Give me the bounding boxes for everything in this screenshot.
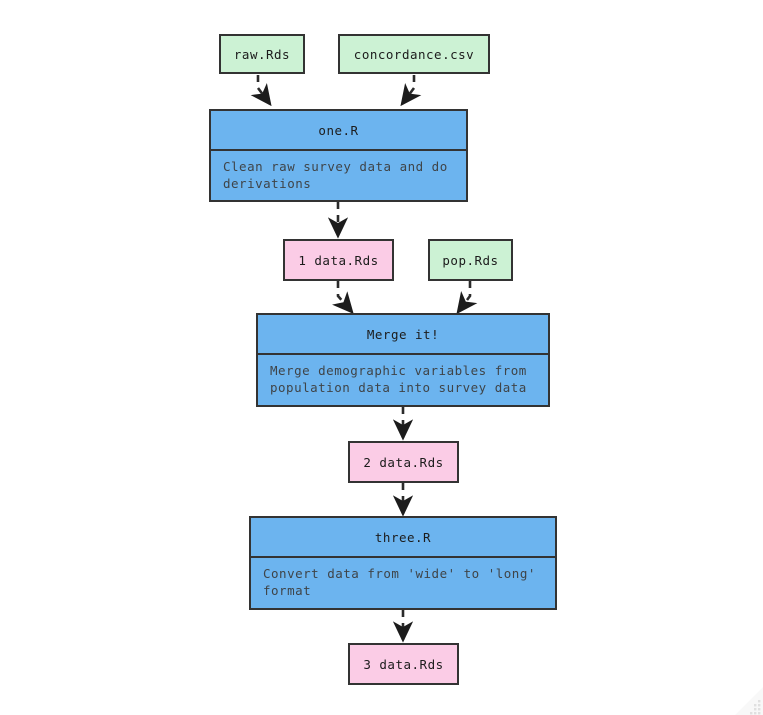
- node-three-r-title: three.R: [249, 516, 557, 558]
- edge-data1-to-merge: [332, 281, 354, 314]
- node-merge-it[interactable]: Merge it! Merge demographic variables fr…: [256, 313, 550, 407]
- node-merge-it-description: Merge demographic variables from populat…: [256, 355, 550, 407]
- edge-concordance-to-one: [400, 75, 422, 107]
- node-2-data-rds[interactable]: 2 data.Rds: [348, 441, 459, 483]
- node-three-r-description: Convert data from 'wide' to 'long' forma…: [249, 558, 557, 610]
- node-one-r-description: Clean raw survey data and do derivations: [209, 151, 468, 202]
- node-concordance-csv[interactable]: concordance.csv: [338, 34, 490, 74]
- node-1-data-rds[interactable]: 1 data.Rds: [283, 239, 394, 281]
- node-3-data-rds[interactable]: 3 data.Rds: [348, 643, 459, 685]
- node-3-data-rds-label: 3 data.Rds: [363, 656, 444, 672]
- resize-grip-icon[interactable]: [723, 681, 763, 715]
- edge-raw-to-one: [250, 75, 272, 107]
- node-raw-rds[interactable]: raw.Rds: [219, 34, 305, 74]
- node-1-data-rds-label: 1 data.Rds: [298, 252, 379, 268]
- edge-pop-to-merge: [456, 281, 478, 315]
- node-pop-rds[interactable]: pop.Rds: [428, 239, 513, 281]
- node-three-r[interactable]: three.R Convert data from 'wide' to 'lon…: [249, 516, 557, 610]
- node-raw-rds-label: raw.Rds: [233, 46, 291, 62]
- node-pop-rds-label: pop.Rds: [442, 252, 499, 268]
- node-2-data-rds-label: 2 data.Rds: [363, 454, 444, 470]
- node-merge-it-title: Merge it!: [256, 313, 550, 355]
- node-concordance-csv-label: concordance.csv: [353, 46, 475, 62]
- node-one-r[interactable]: one.R Clean raw survey data and do deriv…: [209, 109, 468, 202]
- node-one-r-title: one.R: [209, 109, 468, 151]
